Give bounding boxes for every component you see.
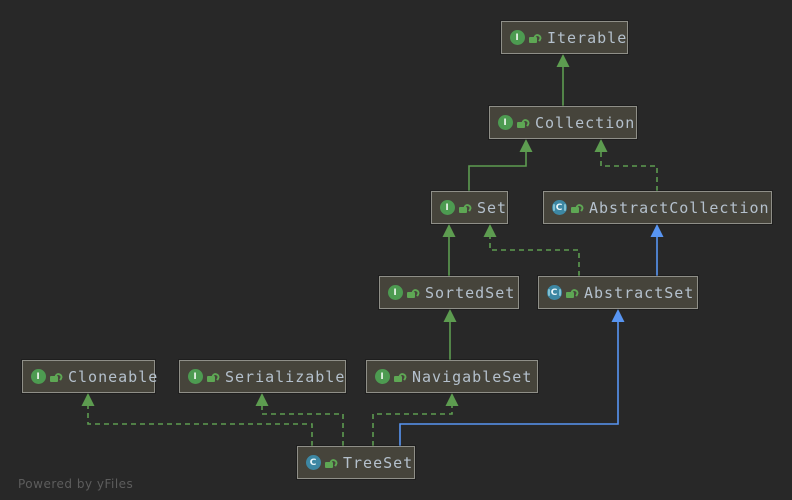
- abstract-class-icon: C: [552, 200, 567, 215]
- public-lock-icon: [407, 287, 417, 299]
- node-abstractcollection[interactable]: C AbstractCollection: [543, 191, 772, 224]
- edge-abstractcollection-collection: [594, 139, 658, 191]
- public-lock-icon: [566, 287, 576, 299]
- edge-collection-iterable: [556, 54, 570, 106]
- node-collection[interactable]: I Collection: [489, 106, 637, 139]
- public-lock-icon: [459, 202, 469, 214]
- node-label: Iterable: [547, 28, 628, 47]
- public-lock-icon: [517, 117, 527, 129]
- edge-navigableset-sortedset: [443, 309, 457, 360]
- node-abstractset[interactable]: C AbstractSet: [538, 276, 698, 309]
- edge-sortedset-set: [442, 224, 456, 276]
- node-label: Cloneable: [68, 367, 159, 386]
- interface-icon: I: [498, 115, 513, 130]
- abstract-class-icon: C: [547, 285, 562, 300]
- public-lock-icon: [529, 32, 539, 44]
- node-set[interactable]: I Set: [431, 191, 508, 224]
- edge-treeset-abstractset: [399, 309, 625, 446]
- node-label: AbstractCollection: [589, 198, 770, 217]
- class-icon: C: [306, 455, 321, 470]
- public-lock-icon: [207, 371, 217, 383]
- node-treeset[interactable]: C TreeSet: [297, 446, 415, 479]
- edge-treeset-cloneable: [81, 393, 313, 446]
- public-lock-icon: [325, 457, 335, 469]
- node-serializable[interactable]: I Serializable: [179, 360, 346, 393]
- interface-icon: I: [188, 369, 203, 384]
- edge-set-collection: [468, 139, 533, 191]
- node-label: Set: [477, 198, 508, 217]
- node-navigableset[interactable]: I NavigableSet: [366, 360, 538, 393]
- node-label: Collection: [535, 113, 636, 132]
- node-label: Serializable: [225, 367, 346, 386]
- interface-icon: I: [388, 285, 403, 300]
- interface-icon: I: [510, 30, 525, 45]
- node-label: SortedSet: [425, 283, 516, 302]
- interface-icon: I: [375, 369, 390, 384]
- node-cloneable[interactable]: I Cloneable: [22, 360, 159, 393]
- node-sortedset[interactable]: I SortedSet: [379, 276, 519, 309]
- public-lock-icon: [50, 371, 60, 383]
- interface-icon: I: [440, 200, 455, 215]
- edge-treeset-navigableset: [372, 393, 459, 446]
- public-lock-icon: [394, 371, 404, 383]
- interface-icon: I: [31, 369, 46, 384]
- edge-abstractset-set: [483, 224, 580, 276]
- edge-abstractset-abstractcollection: [650, 224, 664, 276]
- edge-treeset-serializable: [255, 393, 344, 446]
- public-lock-icon: [571, 202, 581, 214]
- node-label: NavigableSet: [412, 367, 533, 386]
- powered-by-yfiles: Powered by yFiles: [18, 477, 134, 491]
- node-label: TreeSet: [343, 453, 414, 472]
- node-label: AbstractSet: [584, 283, 695, 302]
- node-iterable[interactable]: I Iterable: [501, 21, 628, 54]
